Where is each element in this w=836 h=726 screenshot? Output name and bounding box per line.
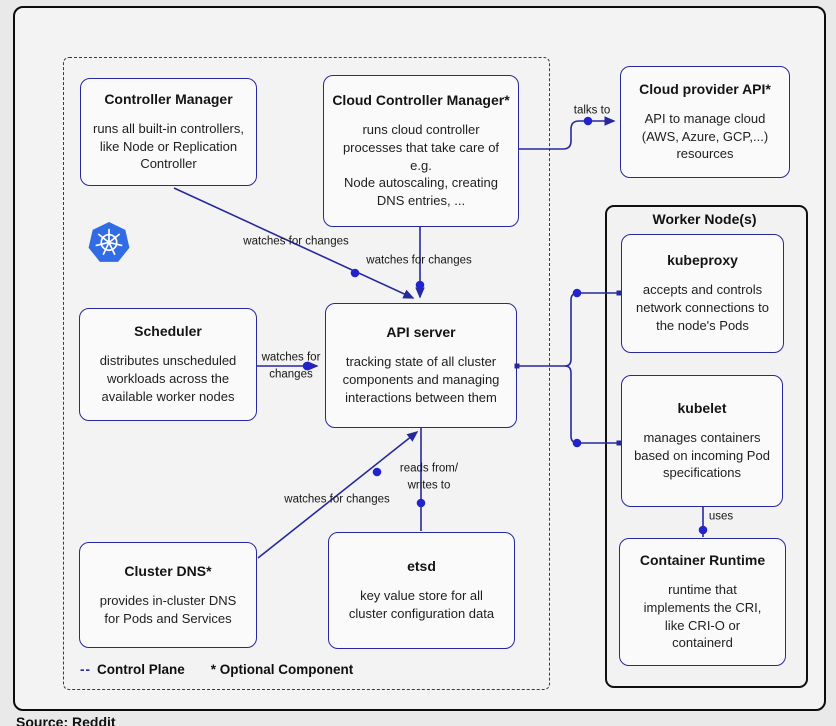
edge-label-uses: uses [708,510,734,523]
cluster-dns-body: provides in-cluster DNS for Pods and Ser… [99,592,237,626]
container-runtime-title: Container Runtime [639,551,766,568]
edge-label-cm-watches-for-changes: watches for changes [243,235,349,248]
cloud-controller-manager-title: Cloud Controller Manager* [332,91,510,108]
etsd-body: key value store for all cluster configur… [348,588,495,621]
cloud-provider-api-box: Cloud provider API* API to manage cloud … [620,66,790,178]
edge-label-scheduler-watches-for-changes: watches for changes [261,351,321,380]
kubernetes-helm-wheel [95,228,123,256]
edge-label-talks-to: talks to [573,104,611,117]
worker-node-title: Worker Node(s) [652,211,757,227]
kubeproxy-box: kubeproxy accepts and controls network c… [621,234,784,353]
controller-manager-title: Controller Manager [104,90,233,107]
cloud-provider-api-body: API to manage cloud (AWS, Azure, GCP,...… [641,110,769,162]
api-server-box: API server tracking state of all cluster… [325,303,517,428]
scheduler-title: Scheduler [134,323,202,340]
cloud-provider-api-title: Cloud provider API* [639,80,771,97]
kubernetes-logo-icon [88,222,130,262]
api-server-title: API server [386,324,456,341]
legend-control-plane-label: Control Plane [97,662,185,677]
legend-dash-swatch: -- [80,662,91,677]
edge-label-reads-from-writes-to: reads from/ writes to [399,462,459,491]
cloud-controller-manager-box: Cloud Controller Manager* runs cloud con… [323,75,519,227]
controller-manager-body: runs all built-in controllers, like Node… [92,120,244,172]
cluster-dns-title: Cluster DNS* [124,562,212,579]
cluster-dns-box: Cluster DNS* provides in-cluster DNS for… [79,542,257,648]
kubelet-title: kubelet [677,399,727,416]
legend: -- Control Plane * Optional Component [80,662,353,677]
container-runtime-box: Container Runtime runtime that implement… [619,538,786,666]
etsd-box: etsd key value store for all cluster con… [328,532,515,649]
cloud-controller-manager-body: runs cloud controller processes that tak… [342,121,500,209]
kubelet-box: kubelet manages containers based on inco… [621,375,783,507]
kubeproxy-body: accepts and controls network connections… [636,282,769,333]
scheduler-box: Scheduler distributes unscheduled worklo… [79,308,257,421]
edge-label-dns-watches-for-changes: watches for changes [284,493,390,506]
legend-control-plane: -- Control Plane [80,662,185,677]
source-credit: Source: Reddit [16,714,116,726]
legend-optional-component-label: * Optional Component [210,662,354,677]
api-server-body: tracking state of all cluster components… [342,354,500,405]
control-plane-dashed-boundary [63,57,550,690]
kubelet-body: manages containers based on incoming Pod… [634,429,770,481]
scheduler-body: distributes unscheduled workloads across… [99,353,237,404]
container-runtime-body: runtime that implements the CRI, like CR… [643,581,762,651]
etsd-title: etsd [407,558,436,575]
controller-manager-box: Controller Manager runs all built-in con… [80,78,257,186]
kubeproxy-title: kubeproxy [667,252,738,269]
edge-label-ccm-watches-for-changes: watches for changes [366,254,472,267]
